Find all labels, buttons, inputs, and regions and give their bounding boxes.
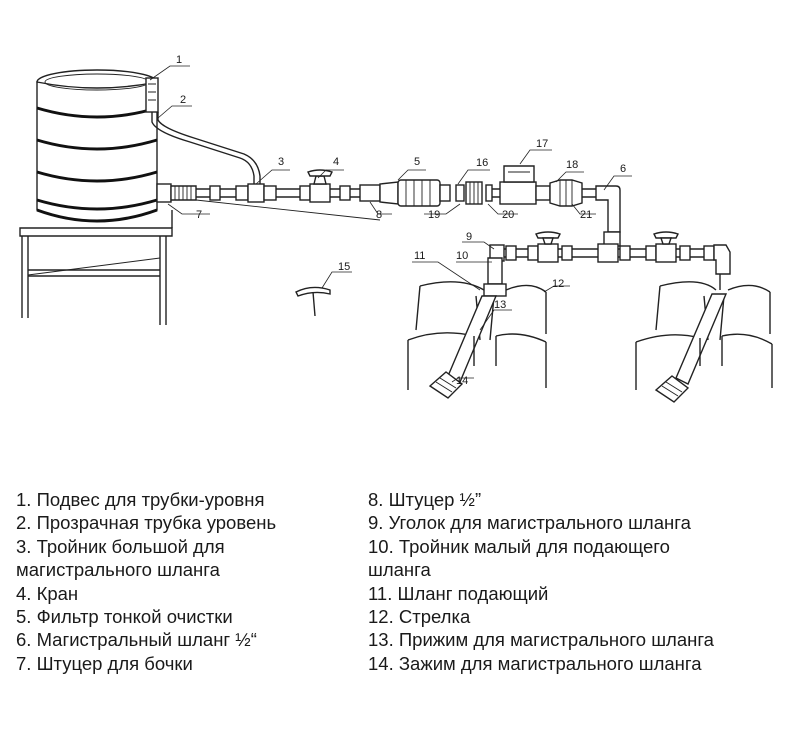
legend-item-1: 1. Подвес для трубки-уровня	[16, 489, 265, 510]
callout-11: 11	[414, 250, 425, 262]
legend-item-11: 11. Шланг подающий	[368, 582, 549, 604]
legend-left-column: 1. Подвес для трубки-уровня 2. Прозрачна…	[16, 488, 356, 675]
barrel-stand	[19, 210, 173, 325]
legend-right-column: 8. Штуцер ½” 9. Уголок для магистральног…	[368, 488, 778, 675]
callout-21: 21	[580, 209, 592, 221]
callout-18: 18	[566, 159, 578, 171]
callout-3: 3	[278, 156, 284, 168]
legend-item-14: 14. Зажим для магистрального шланга	[368, 652, 702, 674]
callout-12: 12	[552, 278, 564, 290]
callout-19: 19	[428, 209, 440, 221]
legend-item-12: 12. Стрелка	[368, 606, 471, 628]
leader-lines	[149, 65, 632, 383]
filter-5	[379, 179, 451, 207]
legend-item-10: 10. Тройник малый для подающего шланга	[368, 535, 670, 581]
main-pipe	[195, 183, 381, 221]
irrigation-system-diagram: 1 2 3 4 5 6 7 8 9 10 11 12 13 14 15 16 1…	[19, 54, 773, 403]
callout-10: 10	[456, 250, 468, 262]
callout-2: 2	[180, 94, 186, 106]
callout-6: 6	[620, 163, 626, 175]
callout-16: 16	[476, 157, 488, 169]
barrel	[36, 69, 158, 223]
legend-item-6: 6. Магистральный шланг ½“	[16, 629, 257, 651]
tap-4	[307, 169, 333, 203]
callout-5: 5	[414, 156, 420, 168]
callout-labels: 1 2 3 4 5 6 7 8 9 10 11 12 13 14 15 16 1…	[176, 54, 626, 387]
callout-13: 13	[494, 299, 506, 311]
legend-item-7: 7. Штуцер для бочки	[16, 652, 193, 674]
callout-7: 7	[196, 209, 202, 221]
fitting-18	[549, 179, 596, 207]
coupling-group	[455, 181, 500, 205]
callout-8: 8	[376, 209, 382, 221]
legend-item-2: 2. Прозрачная трубка уровень	[16, 512, 277, 534]
stake-15	[295, 286, 331, 317]
callout-1: 1	[176, 54, 182, 66]
callout-20: 20	[502, 209, 514, 221]
legend-item-9: 9. Уголок для магистрального шланга	[368, 512, 691, 534]
legend-item-8: 8. Штуцер ½”	[368, 489, 482, 510]
distribution-line	[489, 231, 731, 275]
water-meter-17	[499, 165, 551, 205]
legend-item-5: 5. Фильтр тонкой очистки	[16, 606, 233, 628]
legend-item-4: 4. Кран	[16, 582, 79, 604]
callout-9: 9	[466, 231, 472, 243]
level-tube	[151, 112, 255, 186]
callout-15: 15	[338, 261, 350, 273]
level-hanger	[145, 77, 159, 113]
legend-item-13: 13. Прижим для магистрального шланга	[368, 629, 714, 651]
callout-17: 17	[536, 138, 548, 150]
legend-item-3: 3. Тройник большой для магистрального шл…	[16, 535, 225, 581]
barrel-fitting	[156, 183, 197, 203]
dropper-left	[407, 257, 547, 399]
callout-4: 4	[333, 156, 339, 168]
dropper-right	[635, 274, 773, 403]
main-hose-6	[595, 185, 621, 247]
callout-14: 14	[456, 375, 468, 387]
